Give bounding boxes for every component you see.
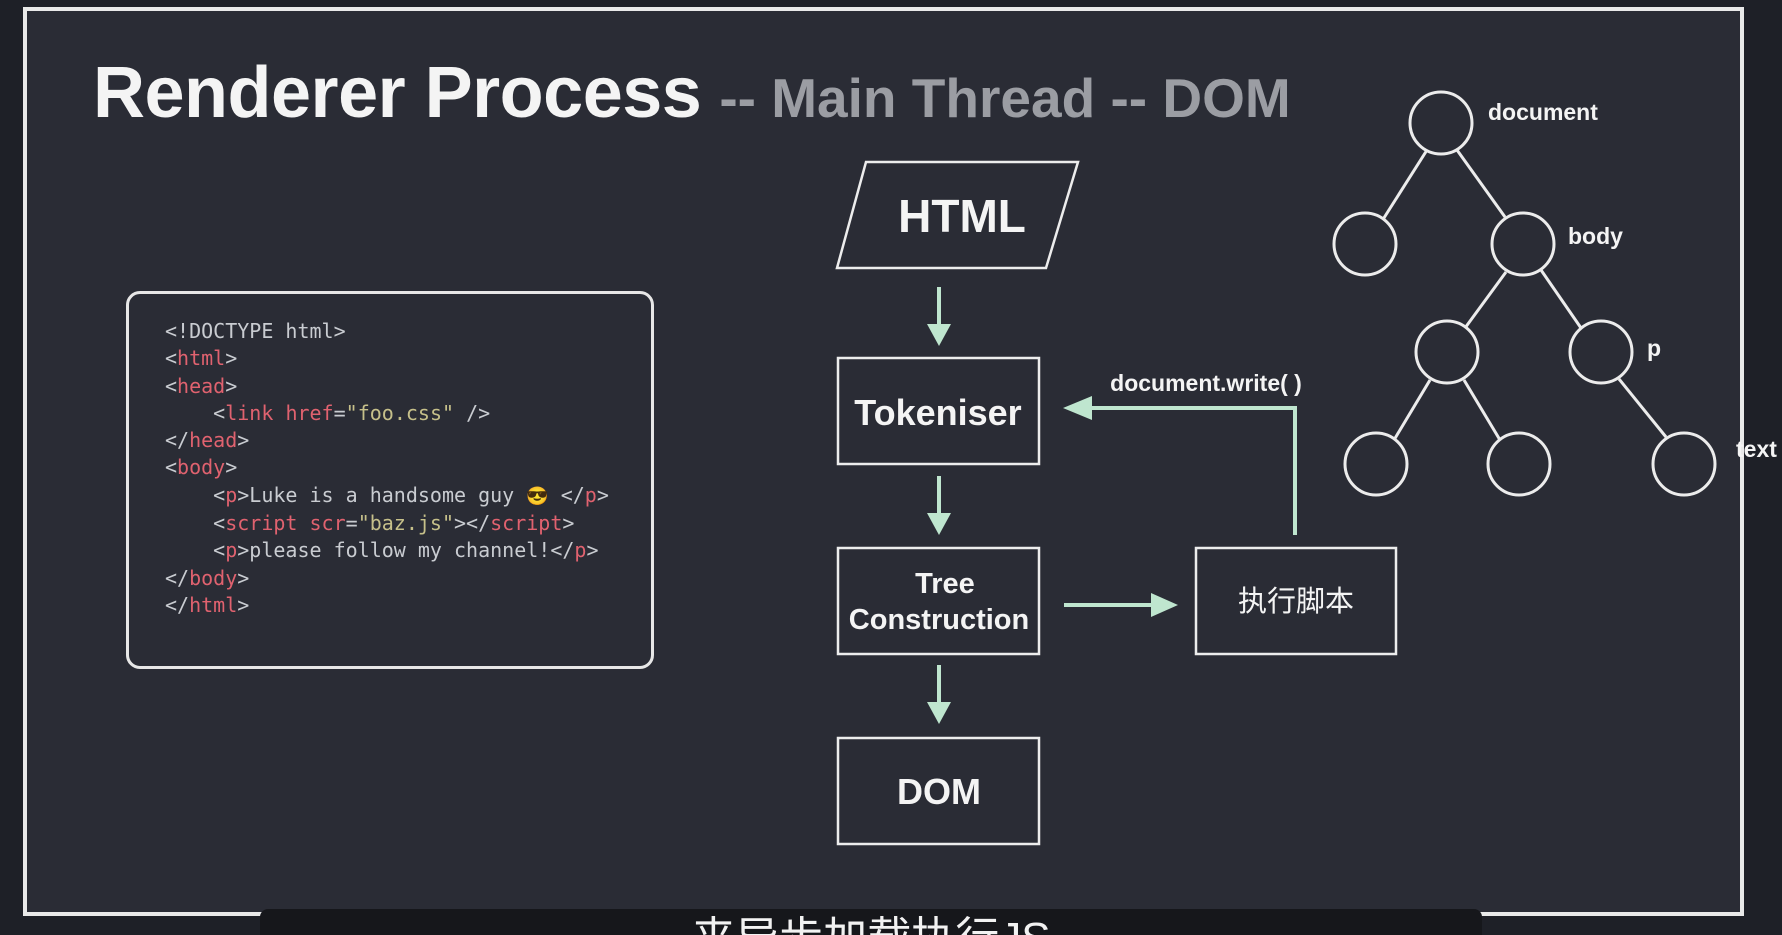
code-line: <script scr="baz.js"></script> xyxy=(165,511,574,535)
code-line: </body> xyxy=(165,566,249,590)
tree-construction-node: Tree Construction xyxy=(836,546,1041,656)
video-subtitle: 来异步加载执行JS xyxy=(260,917,1482,935)
code-token: html xyxy=(189,592,238,617)
arrow-tokeniser-to-tree xyxy=(927,476,951,535)
code-token: p xyxy=(225,538,238,563)
tree-label-line1: Tree xyxy=(915,568,975,600)
code-token: > xyxy=(596,482,609,507)
dom-node: DOM xyxy=(836,736,1041,846)
html-label: HTML xyxy=(898,190,1026,242)
code-token: ></ xyxy=(454,511,491,536)
arrow-tree-to-script xyxy=(1064,593,1178,617)
code-token: href xyxy=(285,400,334,425)
dom-tree-nodes xyxy=(1332,90,1717,497)
code-token: /> xyxy=(454,400,491,425)
tree-node-left xyxy=(1332,211,1398,277)
code-token: >please follow my channel!</ xyxy=(237,538,575,563)
code-line: <!DOCTYPE html> xyxy=(165,319,346,343)
code-token: = xyxy=(345,511,358,536)
tree-node-document xyxy=(1408,90,1474,156)
tree-node-text xyxy=(1651,431,1717,497)
tree-label-body: body xyxy=(1568,223,1623,249)
code-token: > xyxy=(225,455,238,480)
code-token: head xyxy=(189,428,238,453)
tree-label-p: p xyxy=(1647,335,1661,361)
code-token: p xyxy=(574,538,587,563)
code-line: <p>Luke is a handsome guy 😎 </p> xyxy=(165,483,609,507)
execute-script-node: 执行脚本 xyxy=(1194,546,1398,656)
tree-node-leaf-1 xyxy=(1343,431,1409,497)
code-line: </html> xyxy=(165,593,249,617)
code-token: p xyxy=(584,482,597,507)
page-title: Renderer Process -- Main Thread -- DOM xyxy=(93,52,1291,134)
code-token: < xyxy=(165,511,226,536)
video-subtitle-bar: 来异步加载执行JS xyxy=(260,909,1482,935)
dom-label: DOM xyxy=(897,771,981,812)
code-token: "foo.css" xyxy=(345,400,455,425)
code-token: >Luke is a handsome guy xyxy=(237,482,527,507)
code-snippet: <!DOCTYPE html> <html> <head> <link href… xyxy=(165,318,609,619)
code-token: > xyxy=(586,538,599,563)
code-token: > xyxy=(225,373,238,398)
code-token: head xyxy=(177,373,226,398)
code-token: < xyxy=(165,400,226,425)
code-line: <html> xyxy=(165,346,237,370)
code-snippet-box: <!DOCTYPE html> <html> <head> <link href… xyxy=(126,291,654,669)
code-token: < xyxy=(165,373,178,398)
arrow-html-to-tokeniser xyxy=(927,287,951,346)
code-token: scr xyxy=(309,511,346,536)
code-token: body xyxy=(177,455,226,480)
code-token: > xyxy=(237,592,250,617)
code-token: < xyxy=(165,455,178,480)
code-token: < xyxy=(165,346,178,371)
tree-label-document: document xyxy=(1488,99,1598,125)
code-token: 😎 xyxy=(526,485,549,507)
code-line: <p>please follow my channel!</p> xyxy=(165,538,599,563)
title-subtitle: -- Main Thread -- DOM xyxy=(719,67,1291,129)
code-token: p xyxy=(225,482,238,507)
code-token: body xyxy=(189,565,238,590)
code-token: <!DOCTYPE html> xyxy=(165,319,346,343)
dom-tree-labels: document body p text xyxy=(1488,99,1777,462)
code-token: link xyxy=(225,400,274,425)
arrow-tree-to-dom xyxy=(927,665,951,724)
html-input-node: HTML xyxy=(835,160,1080,270)
code-token: > xyxy=(562,511,575,536)
tree-node-leaf-2 xyxy=(1486,431,1552,497)
code-token: > xyxy=(237,565,250,590)
code-token: script xyxy=(490,511,563,536)
code-token: html xyxy=(177,346,226,371)
code-token: </ xyxy=(165,565,190,590)
code-token: < xyxy=(165,538,226,563)
code-line: <link href="foo.css" /> xyxy=(165,401,490,425)
code-token: </ xyxy=(165,592,190,617)
dom-tree xyxy=(1380,149,1668,441)
document-write-label: document.write( ) xyxy=(1110,370,1302,396)
code-token: script xyxy=(225,511,298,536)
code-token: > xyxy=(237,428,250,453)
code-token: </ xyxy=(165,428,190,453)
code-token: </ xyxy=(548,482,585,507)
tokeniser-node: Tokeniser xyxy=(836,356,1041,466)
tree-node-body xyxy=(1490,211,1556,277)
tree-label-line2: Construction xyxy=(849,604,1029,636)
tree-label-text: text xyxy=(1736,436,1777,462)
tree-node-p xyxy=(1568,319,1634,385)
tree-node-child xyxy=(1414,319,1480,385)
arrow-script-to-tokeniser: document.write( ) xyxy=(1063,370,1302,535)
execute-script-label: 执行脚本 xyxy=(1238,585,1354,618)
code-line: <head> xyxy=(165,374,237,398)
code-token: < xyxy=(165,482,226,507)
code-token: > xyxy=(225,346,238,371)
code-line: </head> xyxy=(165,428,249,452)
title-main: Renderer Process xyxy=(93,53,702,133)
code-token: "baz.js" xyxy=(357,511,455,536)
code-line: <body> xyxy=(165,455,237,479)
tokeniser-label: Tokeniser xyxy=(854,392,1021,433)
code-token: = xyxy=(333,400,346,425)
